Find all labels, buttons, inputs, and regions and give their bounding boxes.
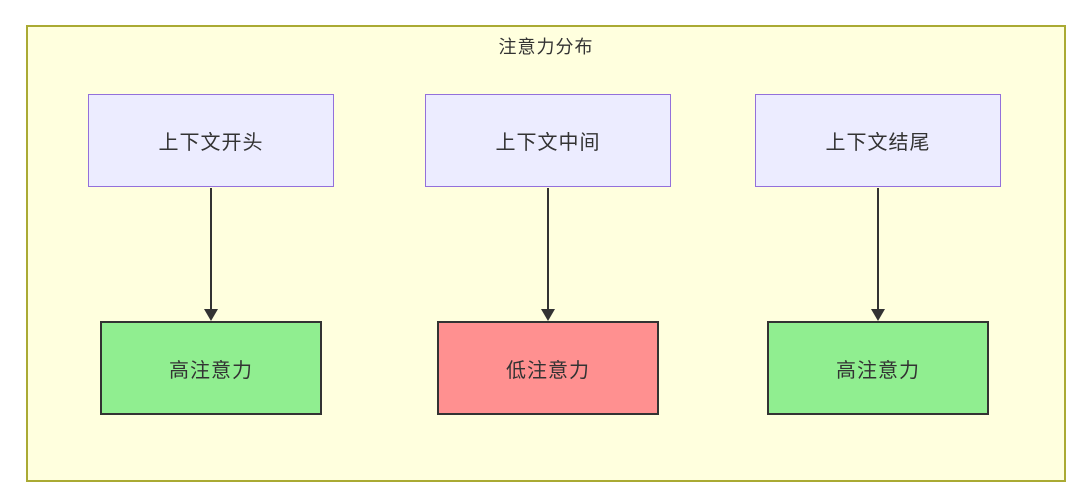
node-label: 低注意力 (506, 359, 590, 382)
node-high-attention-1: 高注意力 (100, 321, 322, 415)
node-label: 高注意力 (169, 359, 253, 382)
diagram-title: 注意力分布 (498, 37, 594, 57)
node-label: 上下文结尾 (825, 132, 931, 154)
node-context-start: 上下文开头 (88, 94, 334, 187)
node-high-attention-2: 高注意力 (767, 321, 989, 415)
node-low-attention: 低注意力 (437, 321, 659, 415)
node-context-middle: 上下文中间 (425, 94, 671, 187)
node-label: 上下文开头 (158, 132, 264, 154)
node-context-end: 上下文结尾 (755, 94, 1001, 187)
node-label: 上下文中间 (495, 132, 601, 154)
node-label: 高注意力 (836, 359, 920, 382)
